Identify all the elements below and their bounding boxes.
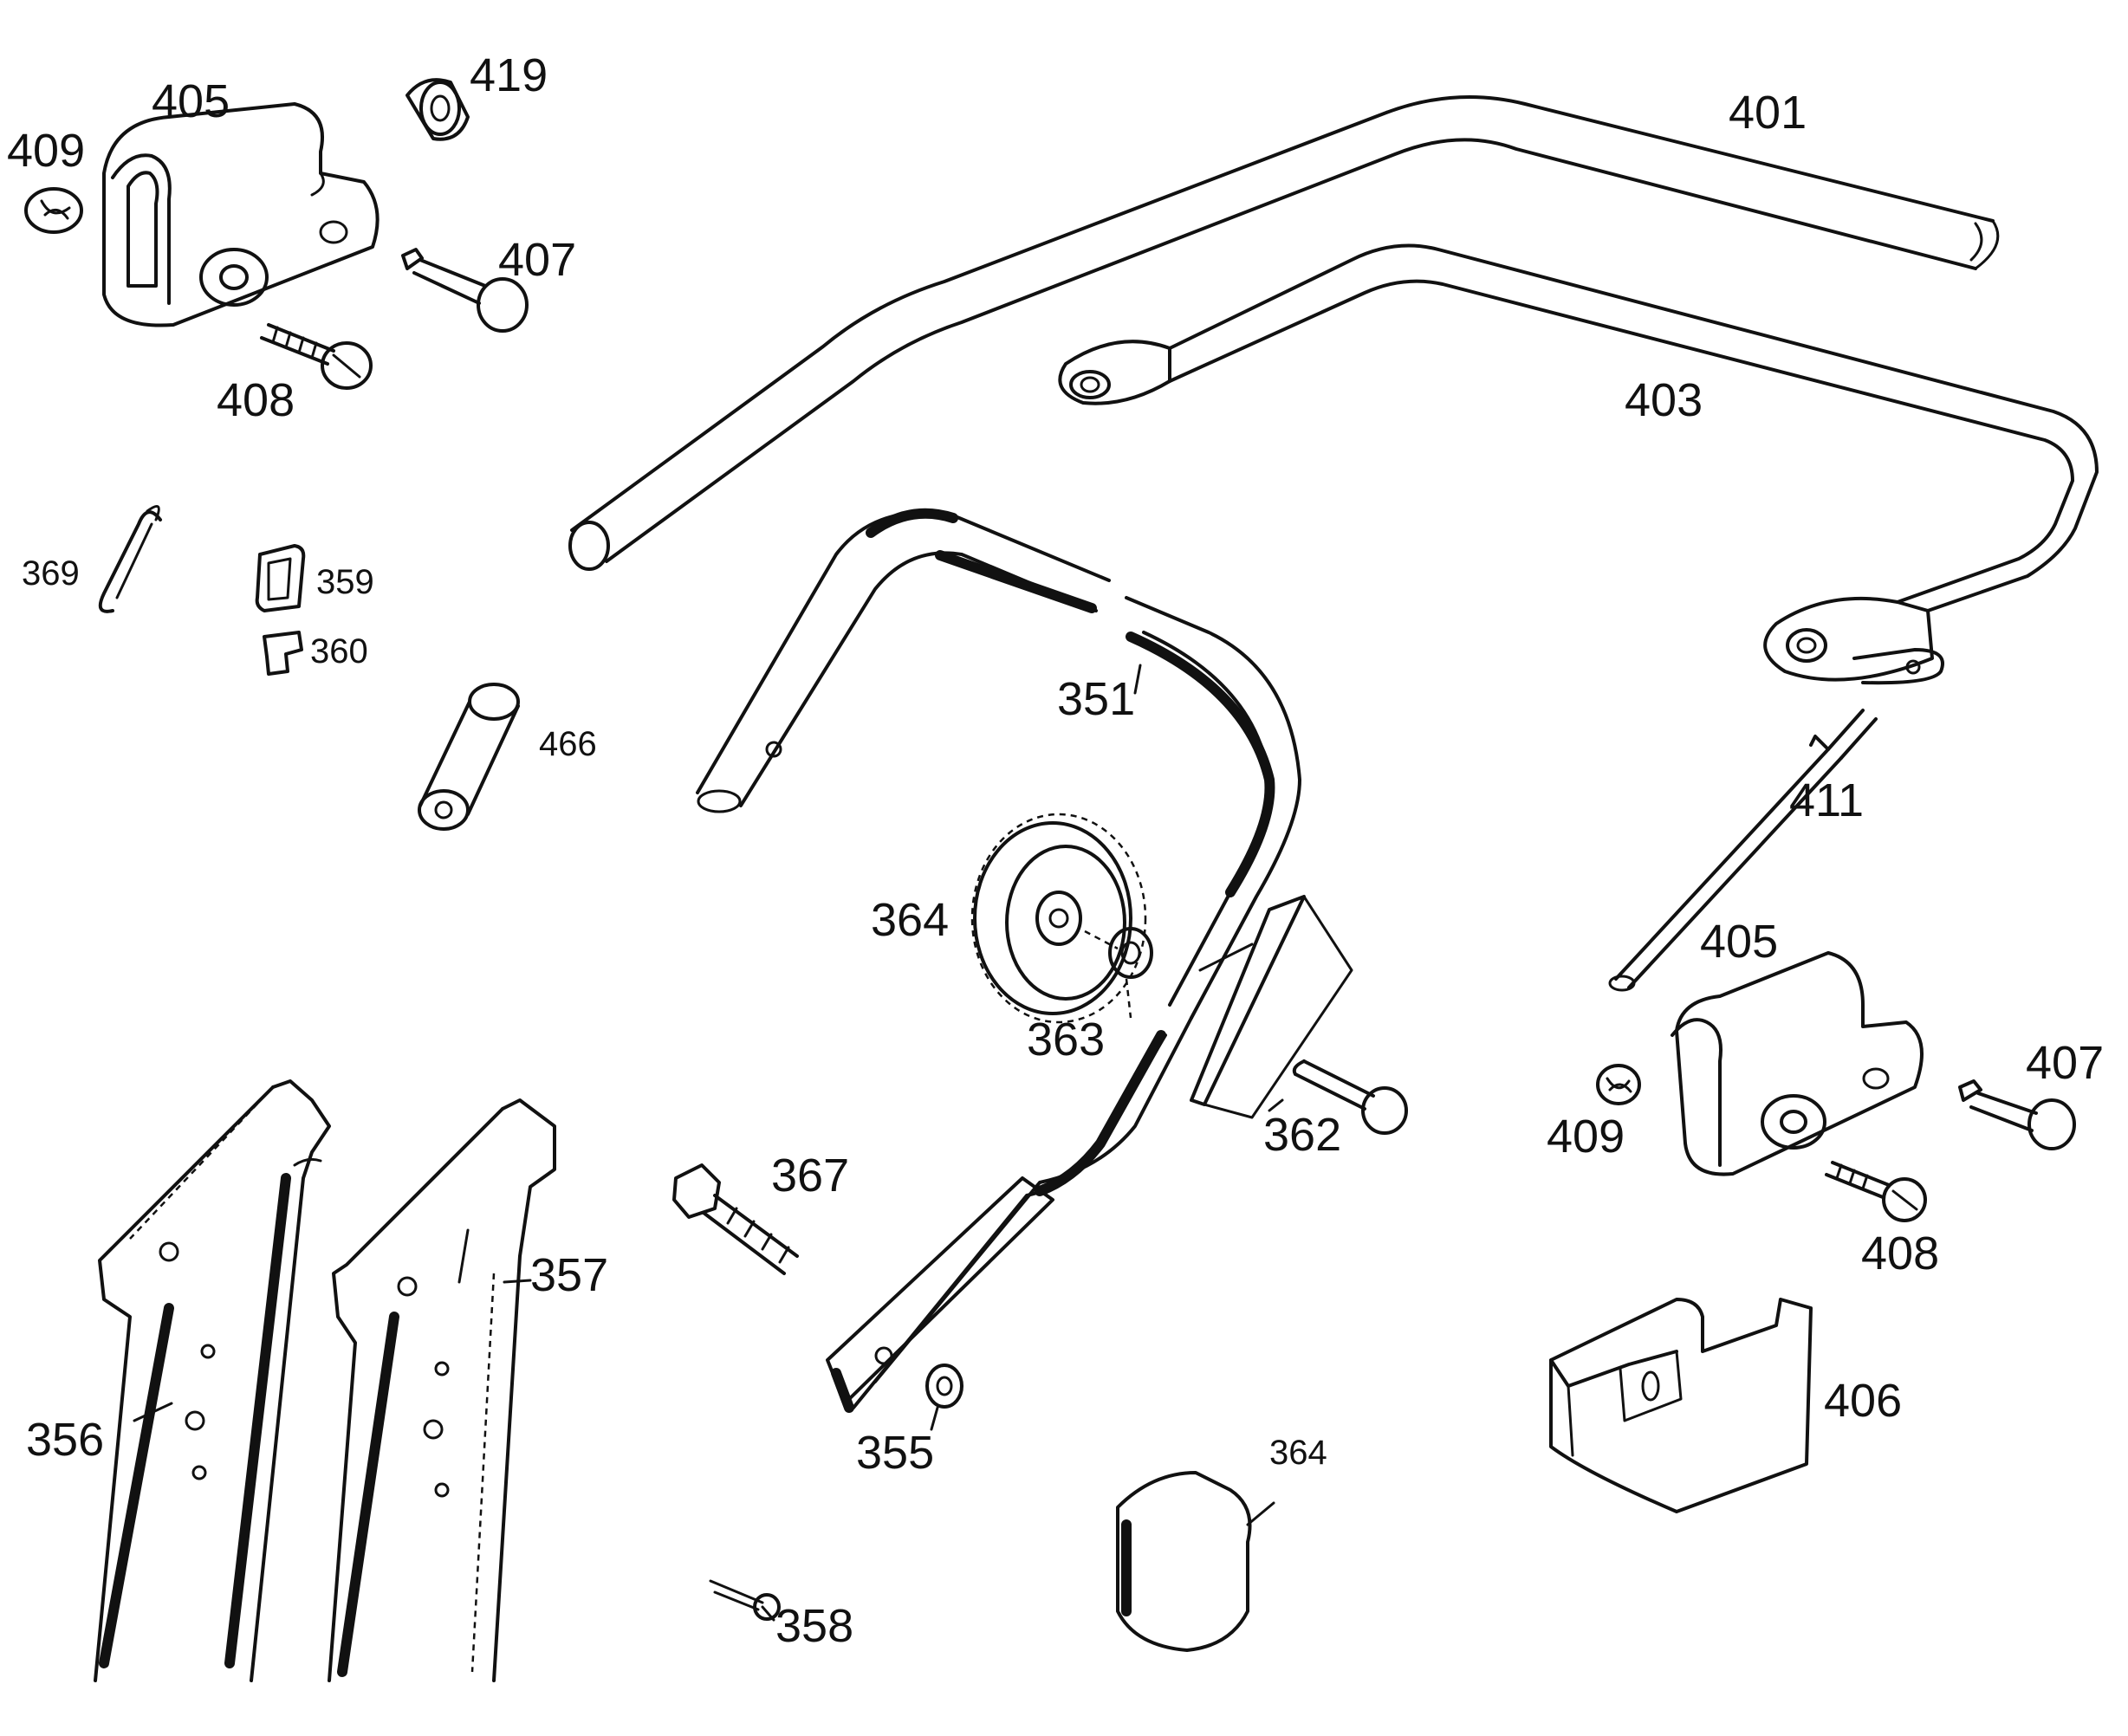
part-405-bracket-left <box>102 102 380 327</box>
part-419-bushing <box>405 78 470 141</box>
label-409-left: 409 <box>7 125 85 177</box>
part-411-rod <box>1608 709 1878 992</box>
part-406-cover <box>1549 1298 1813 1513</box>
label-405-right: 405 <box>1700 916 1778 968</box>
label-351: 351 <box>1057 673 1135 725</box>
part-409-clip-left <box>24 187 83 234</box>
label-408-right: 408 <box>1861 1228 1939 1279</box>
label-357: 357 <box>530 1249 608 1301</box>
part-360-clip <box>263 631 303 676</box>
label-407-right: 407 <box>2026 1037 2104 1089</box>
label-364-gear: 364 <box>871 894 949 946</box>
label-408-left: 408 <box>217 374 295 426</box>
label-419: 419 <box>470 49 548 101</box>
label-409-right: 409 <box>1547 1111 1625 1163</box>
label-367: 367 <box>771 1150 849 1202</box>
part-408-screw-right <box>1825 1161 1927 1222</box>
leader-lines <box>133 664 1284 1622</box>
label-364-knob: 364 <box>1269 1434 1327 1472</box>
part-369-spring-clip <box>98 504 162 613</box>
label-369: 369 <box>22 554 80 593</box>
part-367-bolt <box>672 1163 799 1275</box>
label-362: 362 <box>1263 1109 1341 1161</box>
label-360: 360 <box>310 632 368 670</box>
label-403: 403 <box>1625 374 1703 426</box>
label-356: 356 <box>26 1414 104 1466</box>
part-labels: 401 403 405 405 406 407 407 408 408 409 … <box>7 49 2104 1652</box>
part-351-main-handle <box>696 508 1353 1413</box>
label-358: 358 <box>775 1600 853 1652</box>
label-355: 355 <box>856 1427 934 1479</box>
part-403-lower-handle <box>1058 243 2099 685</box>
part-356-side-plate <box>94 1079 331 1682</box>
part-407-pin-left <box>401 248 529 333</box>
part-401-upper-handle <box>568 95 2000 571</box>
part-359-gasket <box>255 544 306 612</box>
label-405-left: 405 <box>152 75 230 127</box>
part-362-bolt <box>1292 1059 1408 1135</box>
part-358-screw <box>709 1579 781 1621</box>
part-405-bracket-right <box>1671 951 1924 1176</box>
part-364-knob <box>1116 1471 1275 1652</box>
part-408-screw-left <box>260 323 373 390</box>
part-355-washer <box>925 1364 963 1409</box>
part-357-side-plate <box>328 1098 556 1682</box>
part-364-gear-wheel <box>970 813 1147 1024</box>
label-466: 466 <box>539 725 597 763</box>
label-406: 406 <box>1824 1375 1902 1427</box>
label-363: 363 <box>1027 1014 1105 1066</box>
label-407-left: 407 <box>498 234 576 286</box>
part-466-tube <box>418 683 520 831</box>
part-409-clip-right <box>1596 1064 1641 1105</box>
part-363-washer <box>1084 927 1153 1019</box>
label-401: 401 <box>1729 87 1807 139</box>
label-359: 359 <box>316 563 374 601</box>
label-411: 411 <box>1789 774 1864 826</box>
part-407-pin-right <box>1958 1079 2076 1150</box>
